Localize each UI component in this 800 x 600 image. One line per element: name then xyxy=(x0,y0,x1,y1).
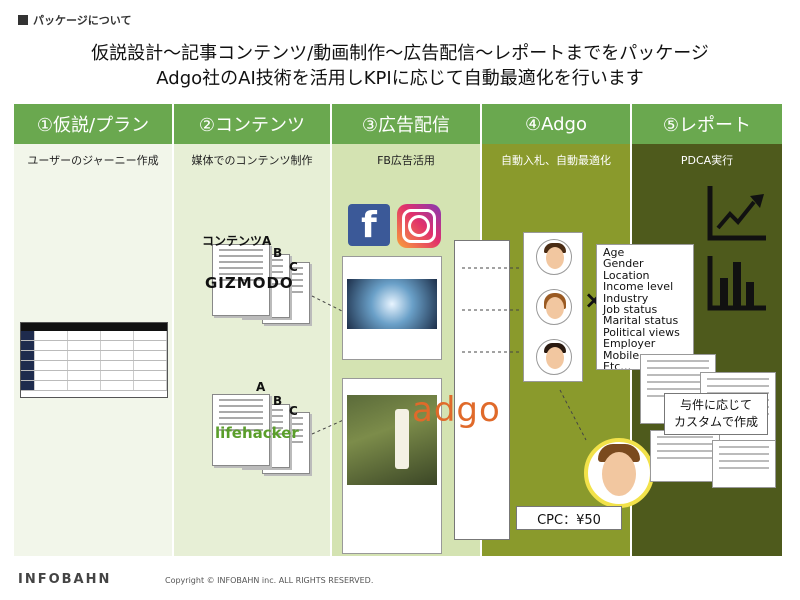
optimized-user-avatar xyxy=(584,438,654,508)
column-title: ⑤レポート xyxy=(632,104,782,144)
table-row xyxy=(21,331,167,341)
section-label: パッケージについて xyxy=(18,12,131,28)
custom-report-note: 与件に応じて カスタムで作成 xyxy=(664,393,768,435)
custom-note-line-2: カスタムで作成 xyxy=(673,415,758,429)
list-item: Age xyxy=(603,246,625,259)
column-content: ②コンテンツ 媒体でのコンテンツ制作 xyxy=(174,104,330,556)
content-label-a: A xyxy=(256,380,266,394)
content-label-a: コンテンツA xyxy=(202,234,272,248)
product-bottle xyxy=(395,409,409,469)
section-label-text: パッケージについて xyxy=(33,14,132,27)
male-user-avatar xyxy=(536,239,572,275)
table-row xyxy=(21,371,167,381)
list-item: Gender xyxy=(603,257,644,271)
column-subtitle: 自動入札、自動最適化 xyxy=(501,154,611,167)
journey-table-thumbnail xyxy=(20,322,168,398)
content-label-b: B xyxy=(273,394,283,408)
target-user-avatars xyxy=(523,232,583,382)
list-item: Political views xyxy=(603,325,680,339)
content-label-c: C xyxy=(289,260,298,274)
column-title: ①仮説/プラン xyxy=(14,104,172,144)
adgo-engine-box xyxy=(454,240,510,540)
line-chart-icon xyxy=(707,186,766,241)
column-title: ②コンテンツ xyxy=(174,104,330,144)
copyright-text: Copyright © INFOBAHN inc. ALL RIGHTS RES… xyxy=(165,576,374,585)
column-subtitle: FB広告活用 xyxy=(377,154,435,167)
instagram-icon xyxy=(397,204,441,248)
table-row xyxy=(21,361,167,371)
list-item: Employer xyxy=(603,337,656,351)
facebook-ad-preview xyxy=(342,256,442,360)
custom-note-line-1: 与件に応じて xyxy=(679,398,752,412)
headline-line-1: 仮説設計～記事コンテンツ/動画制作～広告配信～レポートまでをパッケージ xyxy=(91,43,709,64)
report-doc xyxy=(712,440,776,488)
list-item: Mobile xyxy=(603,348,640,362)
table-row xyxy=(21,381,167,391)
targeting-attributes-list: Age Gender Location Income level Industr… xyxy=(596,244,694,370)
adgo-connectors xyxy=(462,267,587,441)
facebook-icon: f xyxy=(348,204,390,246)
table-row xyxy=(21,341,167,351)
report-doc xyxy=(650,430,720,482)
ad-image xyxy=(347,279,437,329)
lifehacker-logo: lifehacker xyxy=(215,424,299,442)
column-subtitle: 媒体でのコンテンツ制作 xyxy=(191,154,313,167)
article-doc-a xyxy=(212,244,270,316)
column-subtitle: ユーザーのジャーニー作成 xyxy=(27,154,159,167)
adgo-logo: adgo xyxy=(412,390,501,430)
table-row xyxy=(21,351,167,361)
journey-table-header xyxy=(21,323,167,331)
ad-image xyxy=(347,395,437,485)
list-item: Industry xyxy=(603,291,649,305)
list-item: Marital status xyxy=(603,314,679,328)
article-doc-a xyxy=(212,394,270,466)
list-item: Location xyxy=(603,268,650,282)
female-user-avatar xyxy=(536,289,572,325)
column-title: ④Adgo xyxy=(482,104,630,144)
bar-chart-icon xyxy=(707,256,766,311)
infobahn-logo: INFOBAHN xyxy=(18,572,112,587)
list-item: Job status xyxy=(603,303,658,317)
square-bullet-icon xyxy=(18,15,28,25)
column-subtitle: PDCA実行 xyxy=(680,154,734,167)
male-user-avatar xyxy=(536,339,572,375)
column-title: ③広告配信 xyxy=(332,104,480,144)
cpc-value: CPC：¥50 xyxy=(516,506,622,530)
headline-line-2: Adgo社のAI技術を活用しKPIに応じて自動最適化を行います xyxy=(156,68,644,89)
list-item: Etc… xyxy=(603,360,632,370)
instagram-ad-preview xyxy=(342,378,442,554)
content-label-c: C xyxy=(289,404,298,418)
list-item: Income level xyxy=(603,280,674,294)
gizmodo-logo: GIZMODO xyxy=(205,274,294,292)
content-label-b: B xyxy=(273,246,283,260)
